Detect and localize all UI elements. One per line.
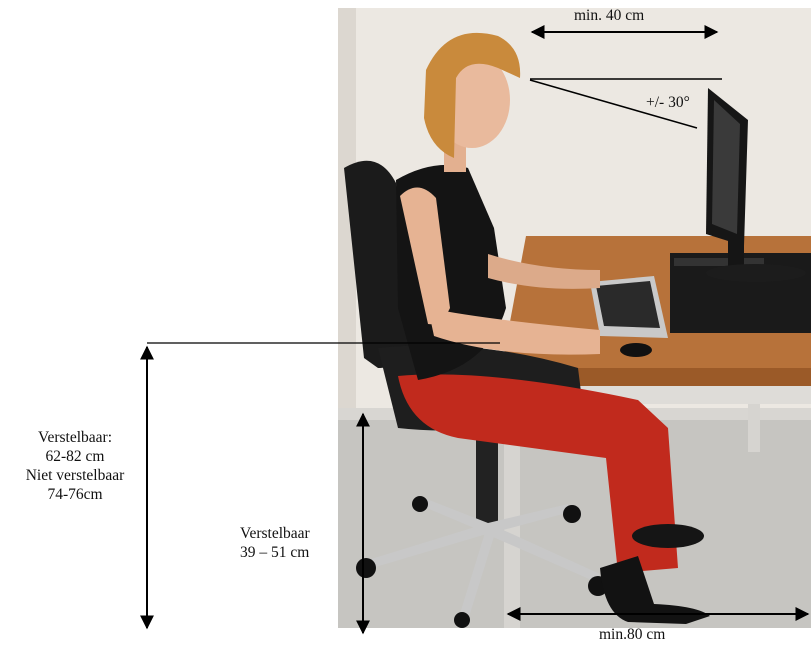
seat-height-line-1: Verstelbaar	[240, 525, 310, 542]
wall-edge	[338, 8, 356, 418]
seat-height-label: Verstelbaar 39 – 51 cm	[240, 524, 344, 562]
desk-height-line-1: Verstelbaar:	[37, 429, 113, 446]
workstation-photo	[338, 8, 811, 628]
chair-column	[476, 428, 498, 528]
desk-height-label: Verstelbaar: 62-82 cm Niet verstelbaar 7…	[6, 428, 144, 504]
keyboard-keys	[596, 281, 660, 328]
monitor-base	[706, 264, 806, 282]
shoe-left	[632, 524, 704, 548]
desk-leg-back	[748, 404, 760, 452]
desk-height-line-2: 62-82 cm	[45, 448, 105, 465]
monitor-screen	[712, 100, 740, 234]
floor	[338, 420, 811, 628]
desk-height-line-3: Niet verstelbaar	[25, 467, 125, 484]
viewing-angle-label: +/- 30°	[646, 94, 690, 111]
forearm-back	[488, 254, 600, 289]
pc-front	[674, 258, 764, 266]
trousers	[398, 374, 678, 573]
upper-arm	[400, 187, 450, 325]
legroom-label: min.80 cm	[599, 626, 666, 643]
monitor-stand	[728, 240, 744, 270]
desk-height-line-4: 74-76cm	[47, 486, 103, 503]
hair	[424, 32, 521, 158]
monitor-distance-label: min. 40 cm	[574, 7, 645, 24]
chair-base	[368, 498, 600, 620]
seat-height-line-2: 39 – 51 cm	[240, 544, 310, 561]
desk-leg-front	[504, 400, 520, 628]
mouse	[620, 343, 652, 357]
